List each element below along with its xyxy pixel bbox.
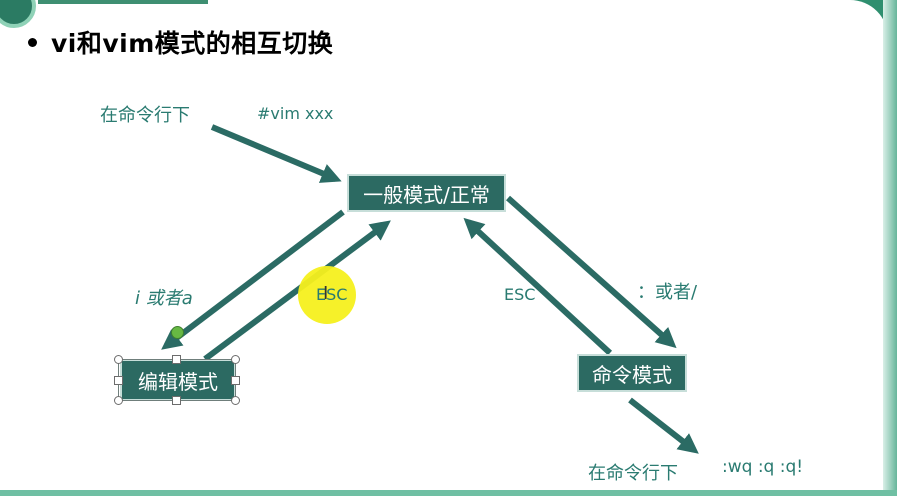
resize-handle-bottom[interactable] bbox=[172, 396, 181, 405]
arrow-command-to-normal bbox=[463, 217, 613, 356]
label-insert-keys: i 或者a bbox=[135, 288, 193, 309]
resize-handle-top-right[interactable] bbox=[231, 355, 240, 364]
text-cursor-icon: Ⅰ bbox=[323, 283, 329, 304]
slide-title: vi和vim模式的相互切换 bbox=[51, 29, 334, 58]
label-command-line-top: 在命令行下 bbox=[100, 105, 190, 126]
label-command-keys: ：或者/ bbox=[637, 282, 698, 303]
node-command-mode-label: 命令模式 bbox=[592, 362, 672, 387]
node-normal-mode[interactable]: 一般模式/正常 bbox=[347, 174, 506, 212]
resize-handle-top[interactable] bbox=[172, 355, 181, 364]
label-command-line-bottom: 在命令行下 bbox=[588, 463, 678, 484]
slide-bottom-border bbox=[0, 490, 897, 496]
arrow-normal-to-edit bbox=[161, 209, 345, 350]
label-vim-command: #vim xxx bbox=[257, 104, 334, 123]
node-edit-mode[interactable]: 编辑模式 bbox=[120, 359, 236, 401]
resize-handle-bottom-left[interactable] bbox=[114, 396, 123, 405]
node-normal-mode-label: 一般模式/正常 bbox=[363, 182, 490, 207]
resize-handle-left[interactable] bbox=[114, 376, 123, 385]
slide-right-border bbox=[883, 0, 897, 496]
label-exit-commands: :wq :q :q! bbox=[722, 457, 804, 477]
label-esc-edit: ESC bbox=[316, 285, 348, 304]
resize-handle-top-left[interactable] bbox=[114, 355, 123, 364]
arrow-to-normal bbox=[210, 124, 342, 183]
resize-handle-bottom-right[interactable] bbox=[231, 396, 240, 405]
laser-pointer-highlight bbox=[298, 266, 356, 324]
rotate-handle[interactable] bbox=[171, 326, 184, 339]
bullet-icon bbox=[28, 37, 37, 47]
node-edit-mode-label: 编辑模式 bbox=[138, 369, 218, 394]
resize-handle-right[interactable] bbox=[231, 376, 240, 385]
arrow-edit-to-normal bbox=[203, 220, 391, 362]
arrow-normal-to-command bbox=[506, 195, 677, 349]
logo-badge bbox=[0, 0, 36, 28]
label-esc-command: ESC bbox=[504, 285, 536, 304]
top-accent-line bbox=[38, 0, 208, 4]
node-command-mode[interactable]: 命令模式 bbox=[577, 354, 687, 392]
arrow-command-to-exit bbox=[628, 397, 699, 454]
title-row: vi和vim模式的相互切换 bbox=[28, 24, 333, 60]
